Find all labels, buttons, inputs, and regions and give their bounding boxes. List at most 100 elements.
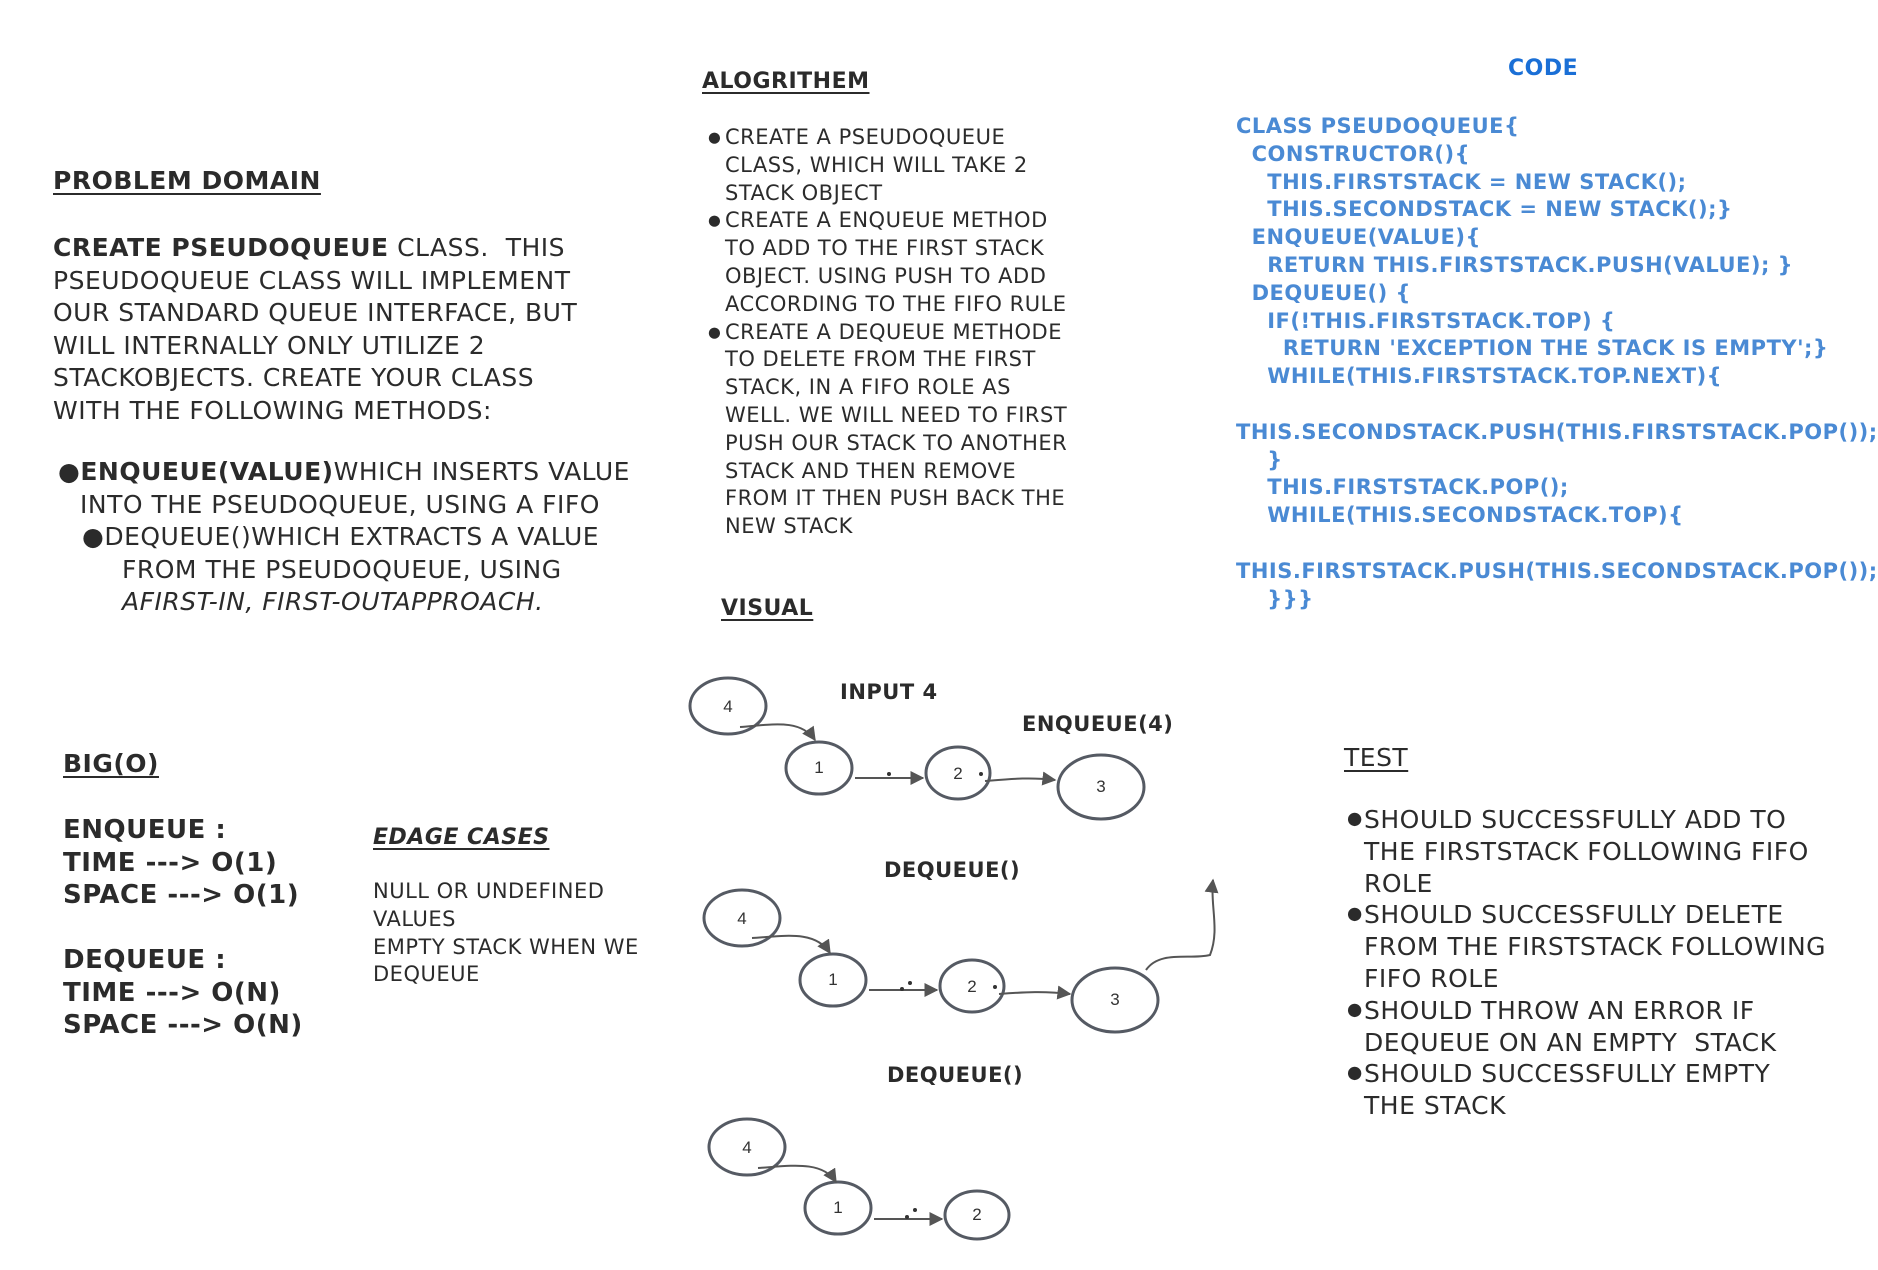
node-label: 2 bbox=[967, 977, 976, 996]
algorithm-line: TO ADD TO THE FIRST STACK bbox=[725, 236, 1045, 261]
arrow bbox=[984, 771, 1057, 786]
test-line: SHOULD SUCCESSFULLY EMPTY bbox=[1364, 1059, 1771, 1089]
test-heading: TEST bbox=[1344, 743, 1409, 772]
code-line: IF(!THIS.FIRSTSTACK.TOP) { bbox=[1236, 308, 1616, 333]
dot bbox=[908, 981, 912, 985]
code-line: THIS.SECONDSTACK = NEW STACK();} bbox=[1236, 197, 1733, 222]
code-line: RETURN THIS.FIRSTSTACK.PUSH(VALUE); } bbox=[1236, 252, 1794, 277]
algorithm-line: CREATE A DEQUEUE METHODE bbox=[725, 319, 1062, 344]
algorithm-line: STACK OBJECT bbox=[725, 180, 883, 205]
test-line: SHOULD THROW AN ERROR IF bbox=[1364, 995, 1755, 1025]
test-list: SHOULD SUCCESSFULLY ADD TO THE FIRSTSTAC… bbox=[1347, 804, 1826, 1122]
bigo-block: ENQUEUE : TIME ---> O(1) SPACE ---> O(1)… bbox=[63, 814, 303, 1042]
test-line: DEQUEUE ON AN EMPTY STACK bbox=[1364, 1027, 1777, 1057]
problem-line: WILL INTERNALLY ONLY UTILIZE 2 bbox=[53, 330, 486, 360]
bigo-line: SPACE ---> O(N) bbox=[63, 1010, 303, 1040]
node-4 bbox=[702, 888, 782, 948]
code-block: CLASS PSEUDOQUEUE{ CONSTRUCTOR(){ THIS.F… bbox=[1236, 113, 1878, 613]
code-line bbox=[1236, 391, 1878, 419]
dequeue-line: FROM THE PSEUDOQUEUE, USING bbox=[122, 554, 562, 584]
row2 bbox=[702, 878, 1219, 1034]
node-label: 1 bbox=[828, 970, 837, 989]
code-line: THIS.FIRSTSTACK = NEW STACK(); bbox=[1236, 169, 1687, 194]
algorithm-line: STACK AND THEN REMOVE bbox=[725, 458, 1017, 483]
node-2 bbox=[943, 1189, 1011, 1241]
test-item: SHOULD THROW AN ERROR IF DEQUEUE ON AN E… bbox=[1347, 995, 1826, 1059]
test-line: ROLE bbox=[1364, 868, 1433, 898]
dot bbox=[913, 1208, 917, 1212]
test-item: SHOULD SUCCESSFULLY ADD TO THE FIRSTSTAC… bbox=[1347, 804, 1826, 899]
methods-list: ●ENQUEUE(VALUE)WHICH INSERTS VALUE INTO … bbox=[58, 456, 630, 619]
bullet-icon: ● bbox=[82, 522, 105, 551]
problem-line: STACKOBJECTS. CREATE YOUR CLASS bbox=[53, 363, 535, 392]
code-line: WHILE(THIS.SECONDSTACK.TOP){ bbox=[1236, 503, 1684, 528]
algorithm-item: CREATE A PSEUDOQUEUE CLASS, WHICH WILL T… bbox=[708, 124, 1067, 207]
bigo-line: ENQUEUE : bbox=[63, 815, 227, 845]
problem-domain-heading: PROBLEM DOMAIN bbox=[53, 166, 321, 195]
test-line: SHOULD SUCCESSFULLY ADD TO bbox=[1364, 805, 1787, 834]
node-2 bbox=[938, 958, 1006, 1014]
enqueue-bold-label: ENQUEUE(VALUE) bbox=[80, 457, 334, 486]
problem-domain-text: CREATE PSEUDOQUEUE CLASS. THIS PSEUDOQUE… bbox=[53, 232, 577, 427]
node-label: 1 bbox=[814, 758, 823, 777]
algorithm-item: CREATE A DEQUEUE METHODE TO DELETE FROM … bbox=[708, 319, 1068, 541]
code-line: CLASS PSEUDOQUEUE{ bbox=[1236, 114, 1520, 138]
edge-line: VALUES bbox=[373, 906, 457, 931]
problem-line: CLASS. THIS bbox=[388, 233, 566, 262]
code-line: DEQUEUE() { bbox=[1236, 280, 1412, 305]
algorithm-line: PUSH OUR STACK TO ANOTHER bbox=[725, 430, 1068, 455]
node-1 bbox=[798, 952, 868, 1008]
edge-line: NULL OR UNDEFINED bbox=[373, 879, 605, 903]
test-line: FIFO ROLE bbox=[1364, 963, 1500, 993]
dequeue-line: AFIRST-IN, FIRST-OUTAPPROACH. bbox=[122, 587, 544, 616]
edge-cases-block: NULL OR UNDEFINED VALUES EMPTY STACK WHE… bbox=[373, 878, 639, 989]
algorithm-line: WELL. WE WILL NEED TO FIRST bbox=[725, 402, 1068, 427]
code-line: ENQUEUE(VALUE){ bbox=[1236, 225, 1481, 250]
pseudoqueue-bold-label: CREATE PSEUDOQUEUE bbox=[53, 233, 389, 262]
node-label: 4 bbox=[723, 697, 732, 716]
algorithm-line: FROM IT THEN PUSH BACK THE bbox=[725, 486, 1066, 511]
node-label: 1 bbox=[833, 1198, 842, 1217]
node-1 bbox=[803, 1180, 873, 1236]
dot bbox=[887, 772, 891, 776]
edge-cases-heading: EDAGE CASES bbox=[373, 825, 550, 850]
algorithm-heading: ALOGRITHEM bbox=[702, 69, 870, 94]
visual-heading: VISUAL bbox=[721, 596, 814, 621]
node-label: 2 bbox=[953, 764, 962, 783]
code-line: } bbox=[1236, 447, 1283, 472]
dot bbox=[905, 1215, 909, 1219]
arrow bbox=[1145, 878, 1219, 971]
code-line: }}} bbox=[1236, 586, 1314, 611]
algorithm-line: NEW STACK bbox=[725, 514, 853, 539]
test-line: THE STACK bbox=[1364, 1091, 1507, 1121]
node-3 bbox=[1070, 966, 1160, 1034]
problem-line: PSEUDOQUEUE CLASS WILL IMPLEMENT bbox=[53, 265, 571, 295]
arrow bbox=[751, 934, 831, 955]
bullet-icon: ● bbox=[58, 457, 81, 486]
node-4 bbox=[688, 676, 768, 736]
algorithm-item: CREATE A ENQUEUE METHOD TO ADD TO THE FI… bbox=[708, 207, 1067, 318]
dot bbox=[979, 772, 983, 776]
row3 bbox=[707, 1117, 1011, 1241]
enqueue-line: INTO THE PSEUDOQUEUE, USING A FIFO bbox=[80, 489, 600, 519]
node-2 bbox=[924, 745, 992, 801]
dot bbox=[993, 985, 997, 989]
node-1 bbox=[784, 740, 854, 796]
node-label: 3 bbox=[1096, 777, 1105, 796]
algorithm-line: ACCORDING TO THE FIFO RULE bbox=[725, 291, 1067, 316]
edge-line: EMPTY STACK WHEN WE bbox=[373, 934, 639, 959]
arrow bbox=[739, 723, 816, 742]
code-line: CONSTRUCTOR(){ bbox=[1236, 141, 1471, 166]
node-label: 3 bbox=[1110, 990, 1119, 1009]
bigo-line: SPACE ---> O(1) bbox=[63, 880, 300, 910]
test-line: THE FIRSTSTACK FOLLOWING FIFO bbox=[1364, 836, 1809, 866]
bigo-line: TIME ---> O(N) bbox=[63, 977, 281, 1008]
code-line: RETURN 'EXCEPTION THE STACK IS EMPTY';} bbox=[1236, 336, 1829, 361]
dequeue-label-2: DEQUEUE() bbox=[887, 1063, 1024, 1087]
edge-line: DEQUEUE bbox=[373, 962, 480, 987]
test-item: SHOULD SUCCESSFULLY DELETE FROM THE FIRS… bbox=[1347, 899, 1826, 994]
algorithm-list: CREATE A PSEUDOQUEUE CLASS, WHICH WILL T… bbox=[708, 124, 1068, 541]
bigo-heading: BIG(O) bbox=[63, 749, 159, 778]
test-item: SHOULD SUCCESSFULLY EMPTY THE STACK bbox=[1347, 1058, 1826, 1122]
algorithm-line: CREATE A ENQUEUE METHOD bbox=[725, 208, 1048, 233]
